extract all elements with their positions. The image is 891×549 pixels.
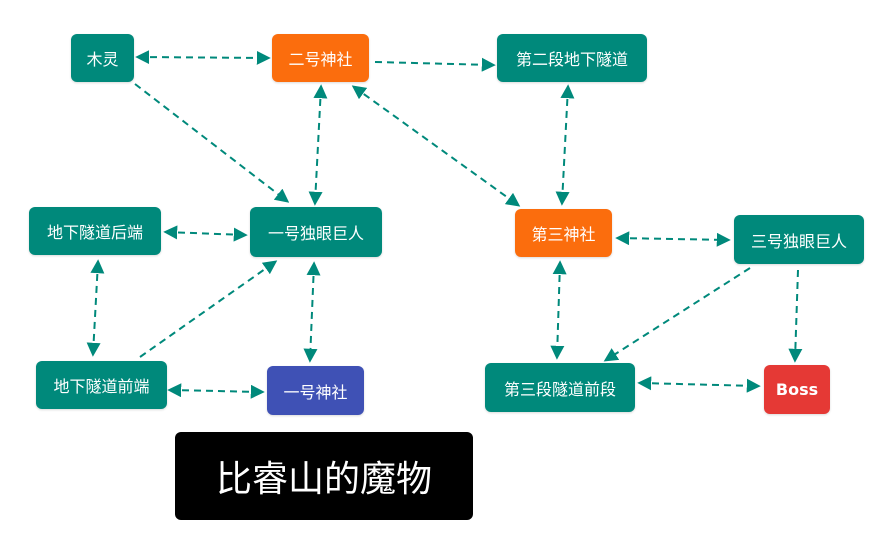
edge-arrow xyxy=(788,269,803,363)
edge-arrow xyxy=(603,267,751,362)
node-mulin: 木灵 xyxy=(71,34,134,82)
node-cyclops-3: 三号独眼巨人 xyxy=(734,215,864,264)
edge-arrow xyxy=(139,260,278,358)
node-shrine-2: 二号神社 xyxy=(272,34,369,82)
edge-arrow xyxy=(86,259,105,357)
node-shrine-1: 一号神社 xyxy=(267,366,364,415)
edge-arrow xyxy=(637,376,761,393)
node-tunnel-front: 地下隧道前端 xyxy=(36,361,167,409)
node-tunnel-back: 地下隧道后端 xyxy=(29,207,161,255)
edge-arrow xyxy=(167,383,265,399)
edge-arrow xyxy=(555,84,575,206)
diagram-title: 比睿山的魔物 xyxy=(175,432,473,520)
edge-arrow xyxy=(135,50,271,65)
edge-arrow xyxy=(308,84,328,206)
edge-arrow xyxy=(550,260,567,360)
node-boss: Boss xyxy=(764,365,830,414)
node-cyclops-1: 一号独眼巨人 xyxy=(250,207,382,257)
node-shrine-3: 第三神社 xyxy=(515,209,612,257)
edge-arrow xyxy=(303,261,321,363)
edge-arrow xyxy=(134,83,290,203)
edge-arrow xyxy=(615,231,731,247)
node-tunnel-section-3-front: 第三段隧道前段 xyxy=(485,363,635,412)
edge-arrow xyxy=(351,85,521,207)
node-tunnel-section-2: 第二段地下隧道 xyxy=(497,34,647,82)
edge-arrow xyxy=(163,225,248,242)
edge-arrow xyxy=(374,57,496,72)
